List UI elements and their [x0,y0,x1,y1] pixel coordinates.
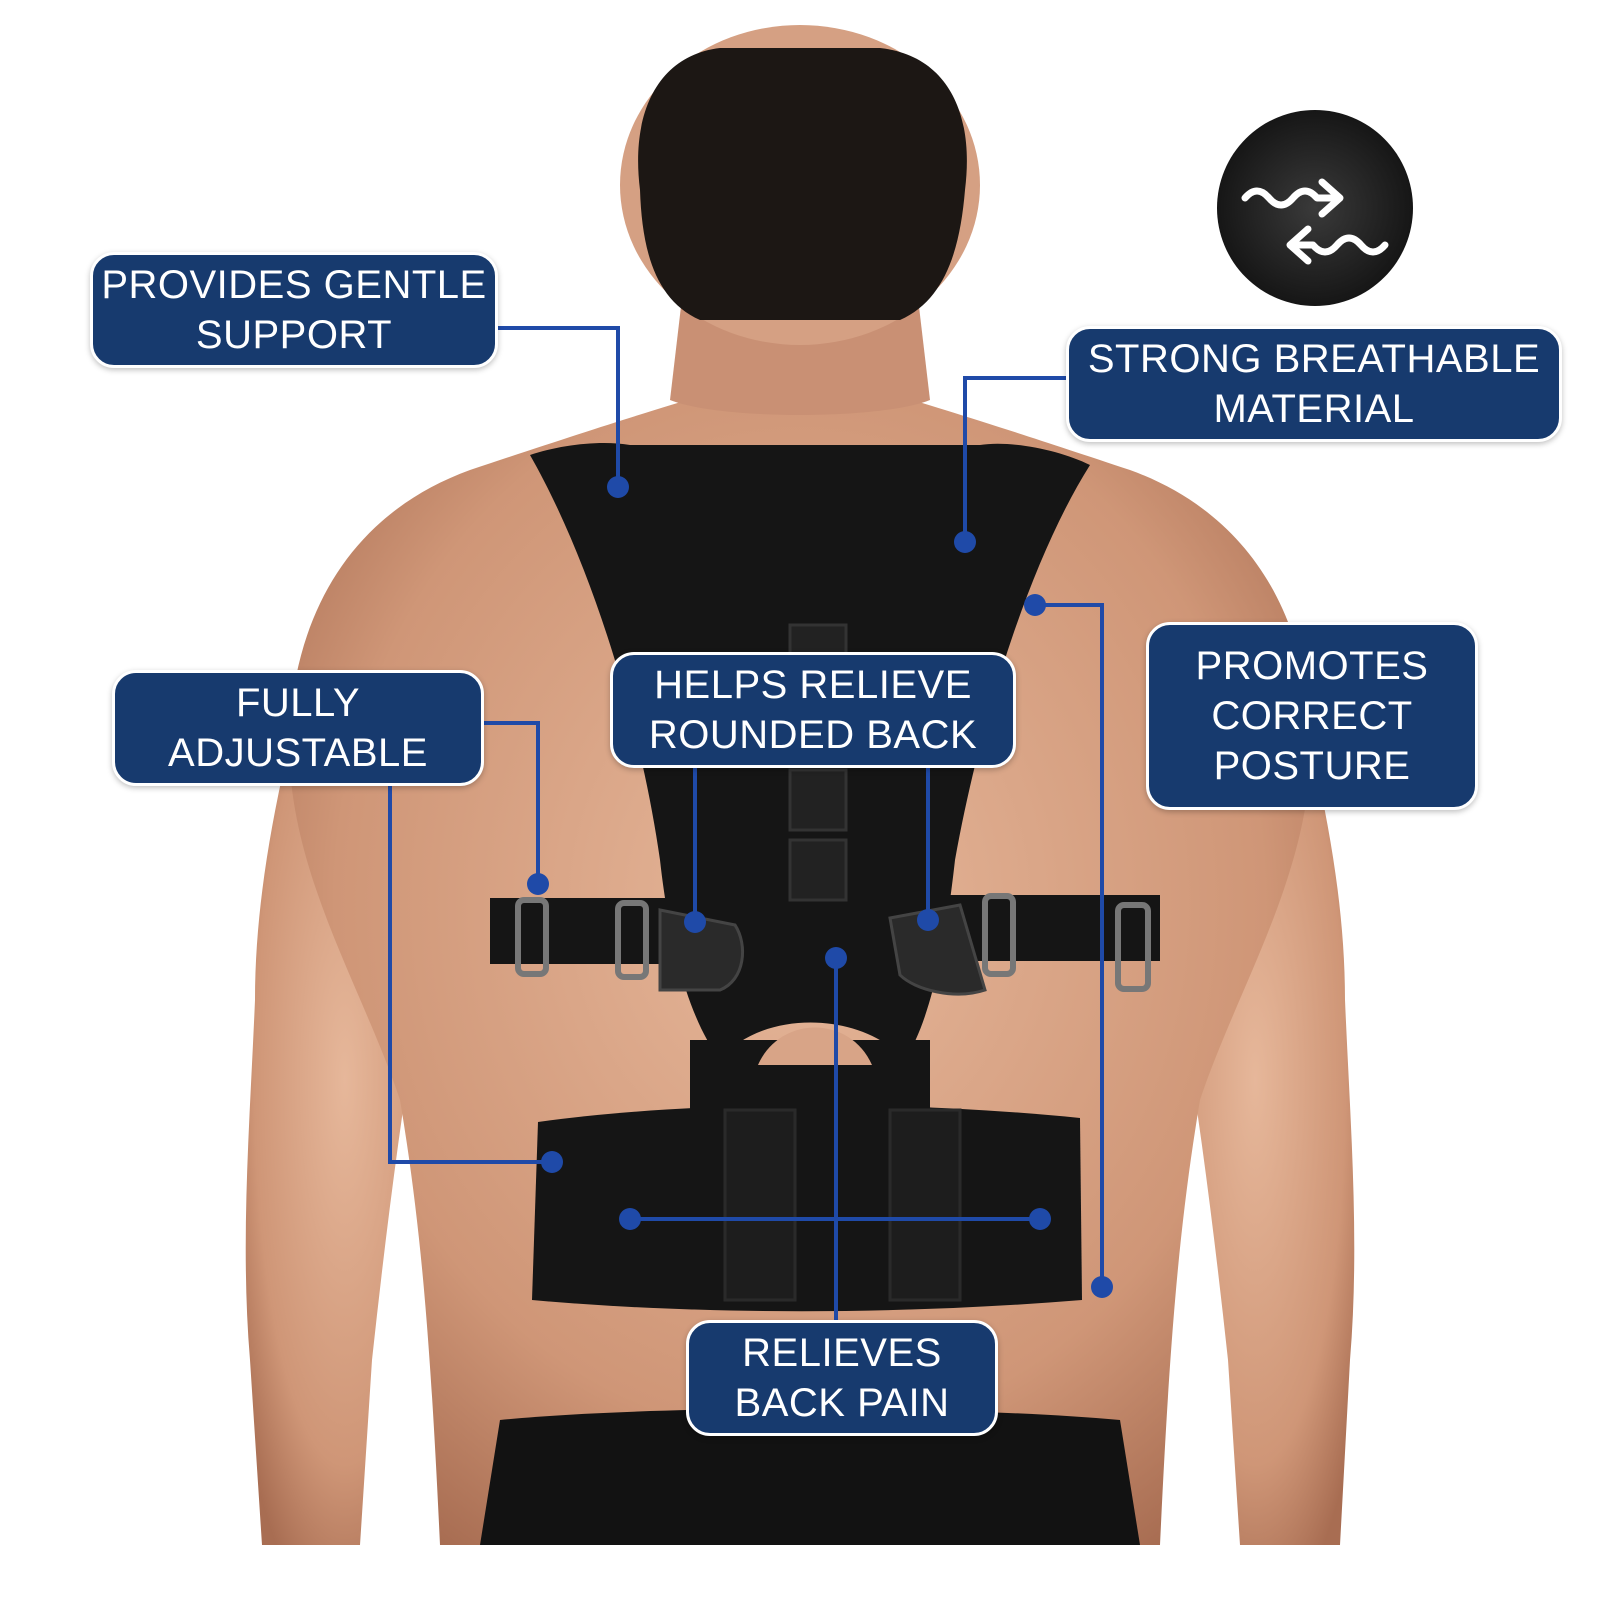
posture-connector [1035,603,1104,1287]
callout-line: MATERIAL [1213,387,1415,431]
callout-fully-adjustable: FULLY ADJUSTABLE [112,670,484,786]
callout-relieves-back-pain: RELIEVES BACK PAIN [686,1320,998,1436]
callout-line: STRONG BREATHABLE [1087,337,1541,381]
callout-line: PROMOTES [1195,644,1429,688]
left-buckle [515,897,549,977]
right-buckle [1115,902,1151,992]
connector-dot [917,909,939,931]
spine-pocket [788,768,848,832]
hair [638,48,967,320]
shorts [480,1408,1140,1545]
support-connector [498,326,620,487]
adjust-connector [484,721,540,884]
right-velcro-pad [888,903,987,996]
callout-promotes-correct-posture: PROMOTES CORRECT POSTURE [1146,622,1478,810]
callout-line: PROVIDES GENTLE [101,263,487,307]
connector-dot [607,476,629,498]
connector-dot [1024,594,1046,616]
connector-dot [541,1151,563,1173]
callout-line: BACK PAIN [734,1381,950,1425]
connector-dot [527,873,549,895]
callout-dots [527,476,1113,1298]
left-buckle [615,900,649,980]
callout-line: CORRECT [1211,694,1413,738]
callout-line: POSTURE [1213,744,1411,788]
connector-dot [825,947,847,969]
connector-dot [954,531,976,553]
material-swatch [1217,110,1413,306]
brace-belt [532,1104,1082,1312]
left-velcro-pad [658,908,745,992]
callout-connectors [388,326,1104,1320]
adjust-lower-connector [388,786,552,1164]
callout-line: HELPS RELIEVE [654,663,972,707]
breathable-airflow-arrows-icon [1241,178,1389,265]
callout-strong-breathable-material: STRONG BREATHABLE MATERIAL [1066,326,1562,442]
connector-dot [1029,1208,1051,1230]
callout-provides-gentle-support: PROVIDES GENTLE SUPPORT [90,252,498,368]
material-connector [963,376,1066,542]
belt-panel [888,1108,962,1302]
connector-dot [619,1208,641,1230]
spine-pocket [788,838,848,902]
brace-opening [758,1027,872,1065]
callout-line: ADJUSTABLE [168,731,428,775]
callout-helps-relieve-rounded-back: HELPS RELIEVE ROUNDED BACK [610,652,1016,768]
belt-panel [723,1108,797,1302]
right-buckle [982,893,1016,977]
callout-line: RELIEVES [742,1331,942,1375]
connector-dot [684,911,706,933]
material-inset [1217,110,1413,306]
connector-dot [1091,1276,1113,1298]
callout-line: FULLY [235,681,361,725]
callout-line: SUPPORT [195,313,393,357]
callout-line: ROUNDED BACK [648,713,978,757]
